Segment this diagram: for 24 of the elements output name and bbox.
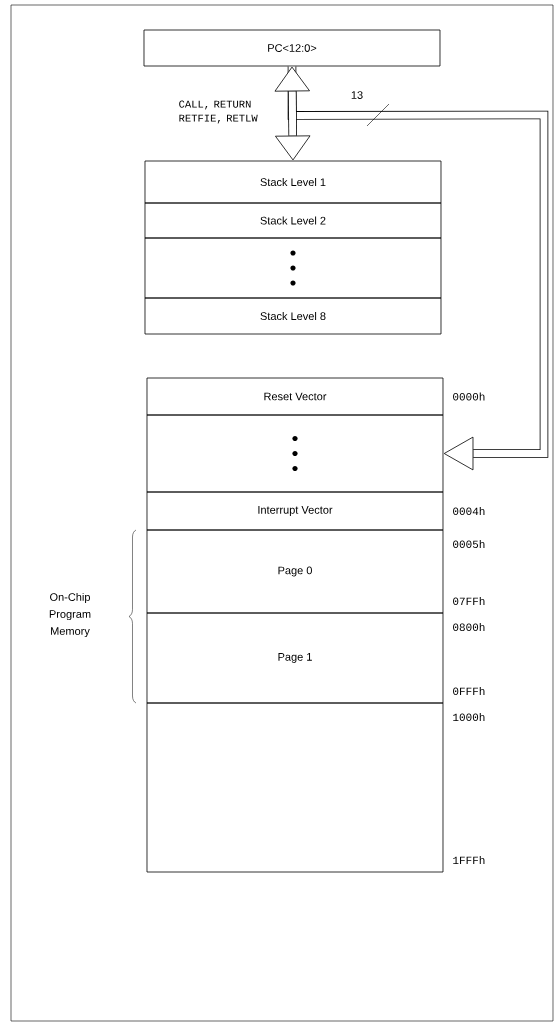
address-label: 0800h: [453, 622, 485, 632]
bus-arrow: [287, 66, 549, 471]
address-label: 1000h: [453, 712, 485, 722]
memory-cell: Stack Level 8: [144, 297, 442, 335]
memory-cell: Reset Vector: [146, 377, 444, 416]
address-label: 1FFFh: [453, 856, 485, 864]
memory-cell: Stack Level 2: [144, 202, 442, 239]
edge-label: CALL, RETURN RETFIE, RETLW: [179, 100, 258, 124]
memory-cell: Interrupt Vector: [146, 491, 444, 531]
register-box: PC<12:0>: [143, 29, 441, 67]
memory-cell: [146, 414, 444, 493]
memory-cell: [144, 237, 442, 299]
side-label: On-Chip Program Memory: [49, 592, 91, 638]
memory-cell: Page 0: [146, 529, 444, 614]
address-label: 0FFFh: [453, 686, 485, 696]
address-label: 07FFh: [453, 596, 485, 606]
memory-cell: [146, 702, 444, 873]
memory-cell: Page 1: [146, 612, 444, 704]
address-label: 0004h: [453, 506, 485, 516]
address-label: 0005h: [453, 539, 485, 549]
address-label: 0000h: [453, 392, 485, 401]
edge-label: 13: [351, 91, 363, 99]
memory-cell: Stack Level 1: [144, 160, 442, 204]
arrow: [274, 66, 311, 161]
